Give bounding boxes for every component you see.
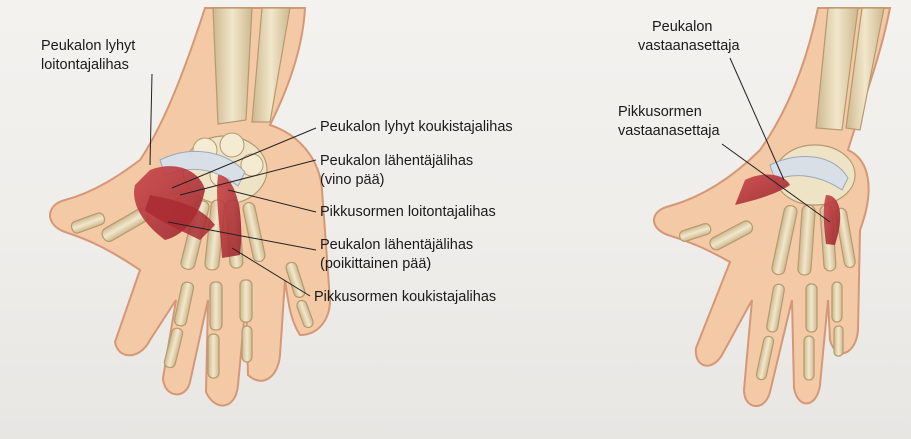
label-thumb-short-flexor-text: Peukalon lyhyt koukistajalihas [320,118,513,137]
label-little-finger-opponens-line2: vastaanasettaja [618,122,720,141]
label-thumb-adductor-transverse-line1: Peukalon lähentäjälihas [320,236,473,255]
left-radius [213,8,252,124]
label-thumb-short-abductor-line2: loitontajalihas [41,56,135,75]
label-thumb-short-abductor: Peukalon lyhyt loitontajalihas [41,37,135,75]
label-thumb-short-abductor-line1: Peukalon lyhyt [41,37,135,56]
label-little-finger-flexor: Pikkusormen koukistajalihas [314,288,496,307]
label-thumb-adductor-oblique-line2: (vino pää) [320,171,473,190]
label-little-finger-opponens-line1: Pikkusormen [618,103,720,122]
left-carpal-2 [220,133,244,157]
label-thumb-adductor-oblique-line1: Peukalon lähentäjälihas [320,152,473,171]
label-little-finger-abductor-text: Pikkusormen loitontajalihas [320,203,496,222]
label-little-finger-flexor-text: Pikkusormen koukistajalihas [314,288,496,307]
label-thumb-opponens: Peukalon vastaanasettaja [638,18,740,56]
label-thumb-adductor-oblique: Peukalon lähentäjälihas (vino pää) [320,152,473,190]
right-hand [654,8,890,406]
label-thumb-short-flexor: Peukalon lyhyt koukistajalihas [320,118,513,137]
label-thumb-adductor-transverse-line2: (poikittainen pää) [320,255,473,274]
label-thumb-opponens-line2: vastaanasettaja [638,37,740,56]
label-little-finger-opponens: Pikkusormen vastaanasettaja [618,103,720,141]
label-thumb-opponens-line1: Peukalon [638,18,740,37]
label-little-finger-abductor: Pikkusormen loitontajalihas [320,203,496,222]
label-thumb-adductor-transverse: Peukalon lähentäjälihas (poikittainen pä… [320,236,473,274]
